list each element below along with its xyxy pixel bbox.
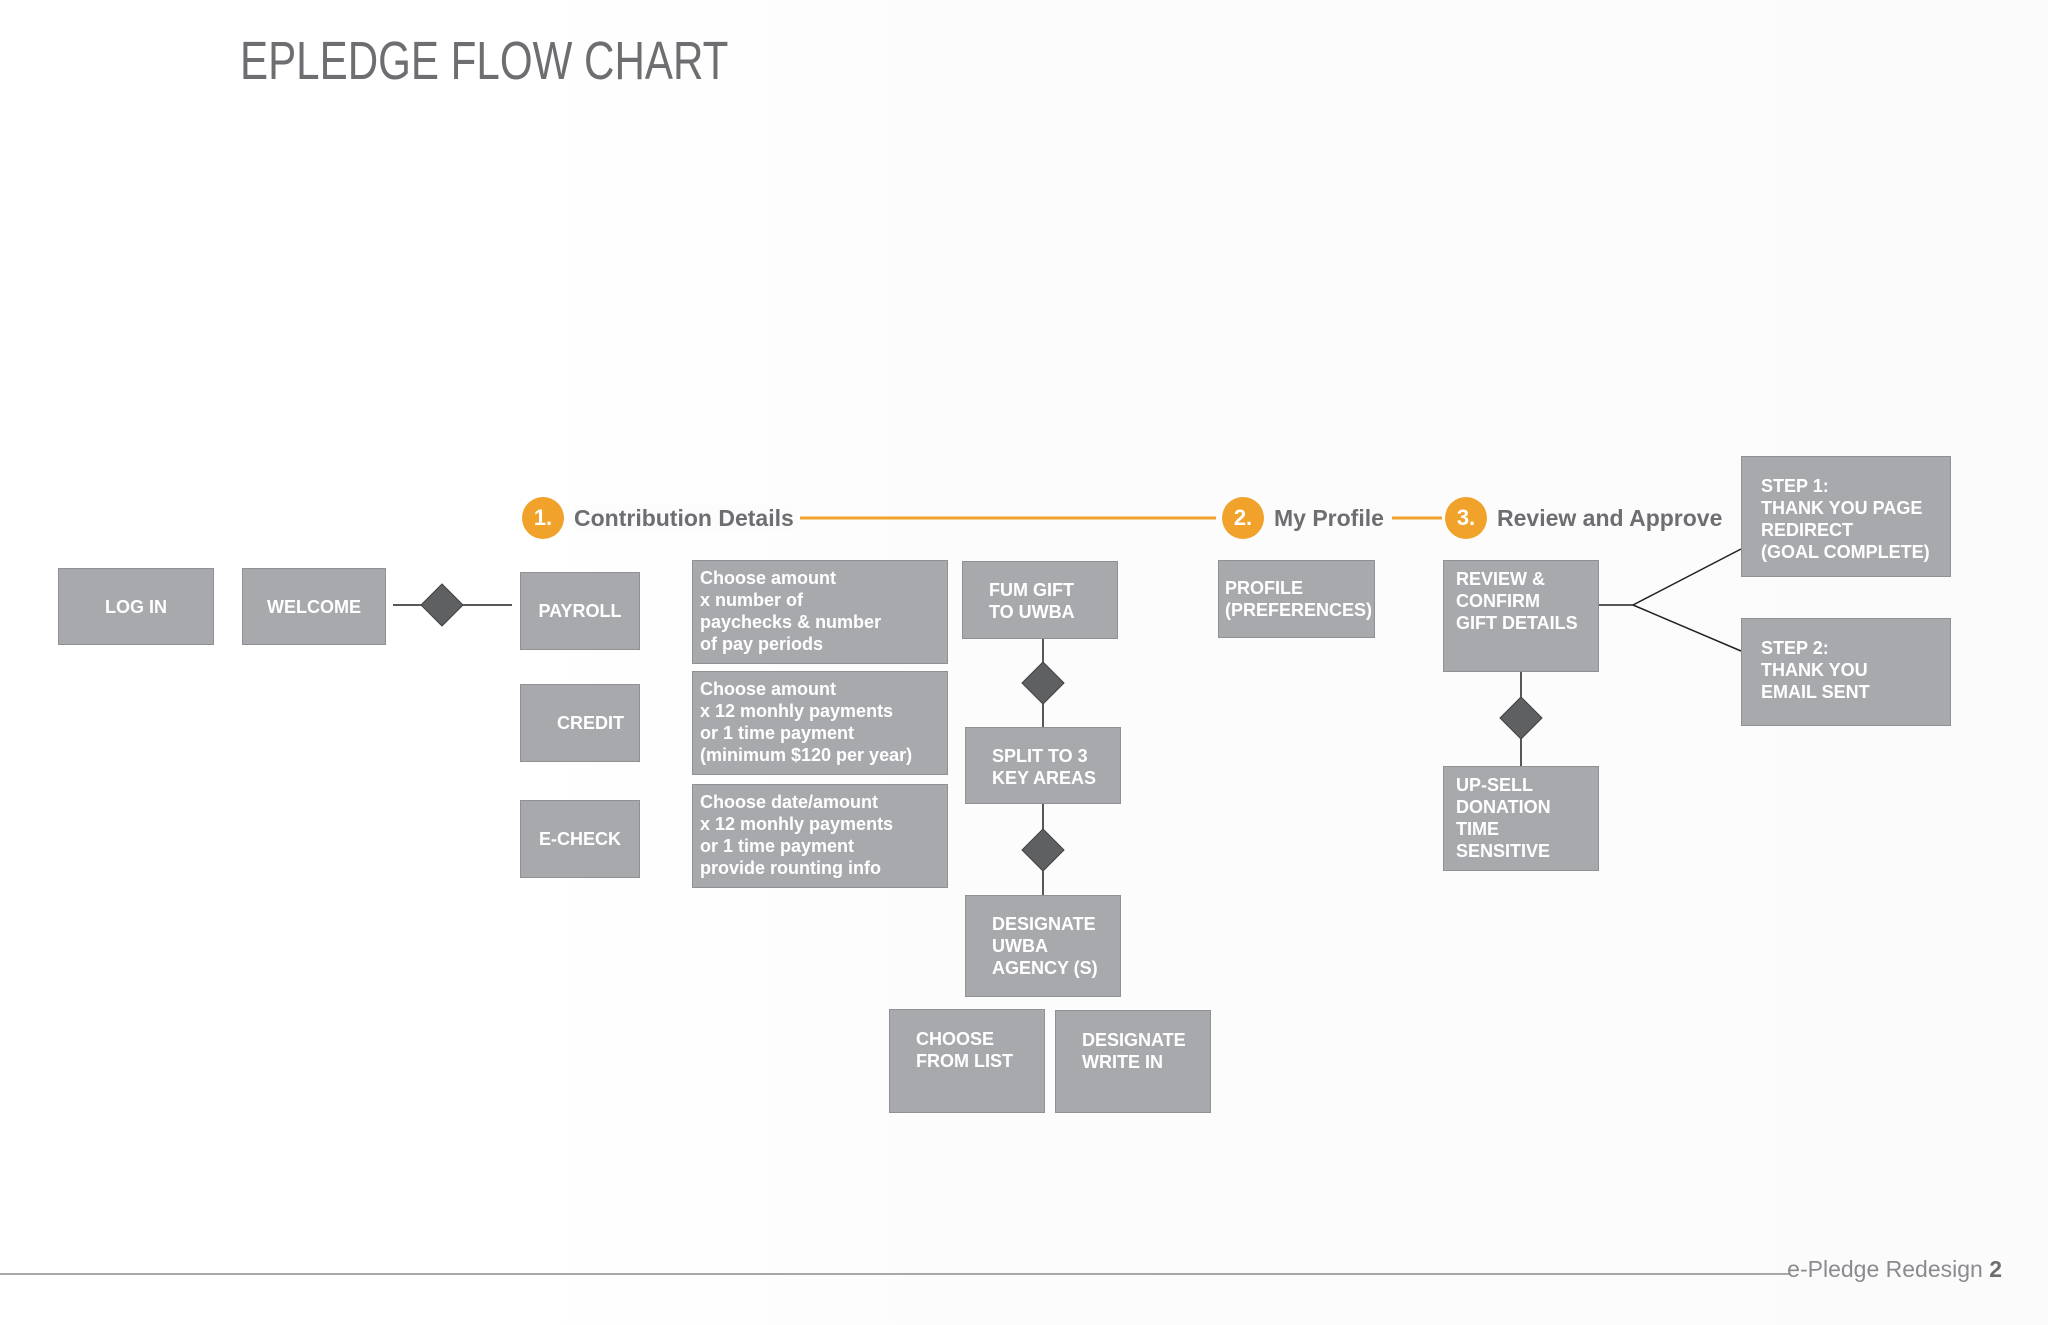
review-confirm-box: REVIEW & CONFIRM GIFT DETAILS [1443, 560, 1599, 672]
credit-box: CREDIT [520, 684, 640, 762]
footer-label: e-Pledge Redesign 2 [1787, 1256, 2002, 1283]
upsell-donation-box: UP-SELL DONATION TIME SENSITIVE [1443, 766, 1599, 871]
login-box: LOG IN [58, 568, 214, 645]
profile-preferences-box: PROFILE (PREFERENCES) [1218, 560, 1375, 638]
decision-diamond-review [1499, 696, 1543, 740]
step-2-number: 2. [1222, 497, 1264, 539]
step-1-label: Contribution Details [574, 504, 798, 532]
footer-project: e-Pledge Redesign [1787, 1256, 1983, 1282]
designate-write-in-box: DESIGNATE WRITE IN [1055, 1010, 1211, 1113]
step-3-header: 3. Review and Approve [1445, 496, 1727, 540]
payroll-description-box: Choose amount x number of paychecks & nu… [692, 560, 948, 664]
step-1-number: 1. [522, 497, 564, 539]
decision-diamond-fum [1021, 661, 1065, 705]
step1-thank-you-box: STEP 1: THANK YOU PAGE REDIRECT (GOAL CO… [1741, 456, 1951, 577]
step-1-header: 1. Contribution Details [522, 496, 798, 540]
echeck-description-box: Choose date/amount x 12 monhly payments … [692, 784, 948, 888]
payroll-box: PAYROLL [520, 572, 640, 650]
page-title: EPLEDGE FLOW CHART [240, 31, 729, 91]
fum-gift-box: FUM GIFT TO UWBA [962, 561, 1118, 639]
step-3-number: 3. [1445, 497, 1487, 539]
decision-diamond-payment [420, 583, 464, 627]
step-2-header: 2. My Profile [1222, 496, 1388, 540]
split-key-areas-box: SPLIT TO 3 KEY AREAS [965, 727, 1121, 804]
connector-branch-step1 [1632, 548, 1742, 606]
step-2-label: My Profile [1274, 504, 1388, 532]
decision-diamond-split [1021, 828, 1065, 872]
echeck-box: E-CHECK [520, 800, 640, 878]
choose-from-list-box: CHOOSE FROM LIST [889, 1009, 1045, 1113]
connector-branch-step2 [1632, 604, 1742, 652]
step-3-label: Review and Approve [1497, 504, 1727, 532]
credit-description-box: Choose amount x 12 monhly payments or 1 … [692, 671, 948, 775]
designate-agency-box: DESIGNATE UWBA AGENCY (S) [965, 895, 1121, 997]
step2-email-box: STEP 2: THANK YOU EMAIL SENT [1741, 618, 1951, 726]
footer-page-number: 2 [1989, 1256, 2002, 1282]
welcome-box: WELCOME [242, 568, 386, 645]
